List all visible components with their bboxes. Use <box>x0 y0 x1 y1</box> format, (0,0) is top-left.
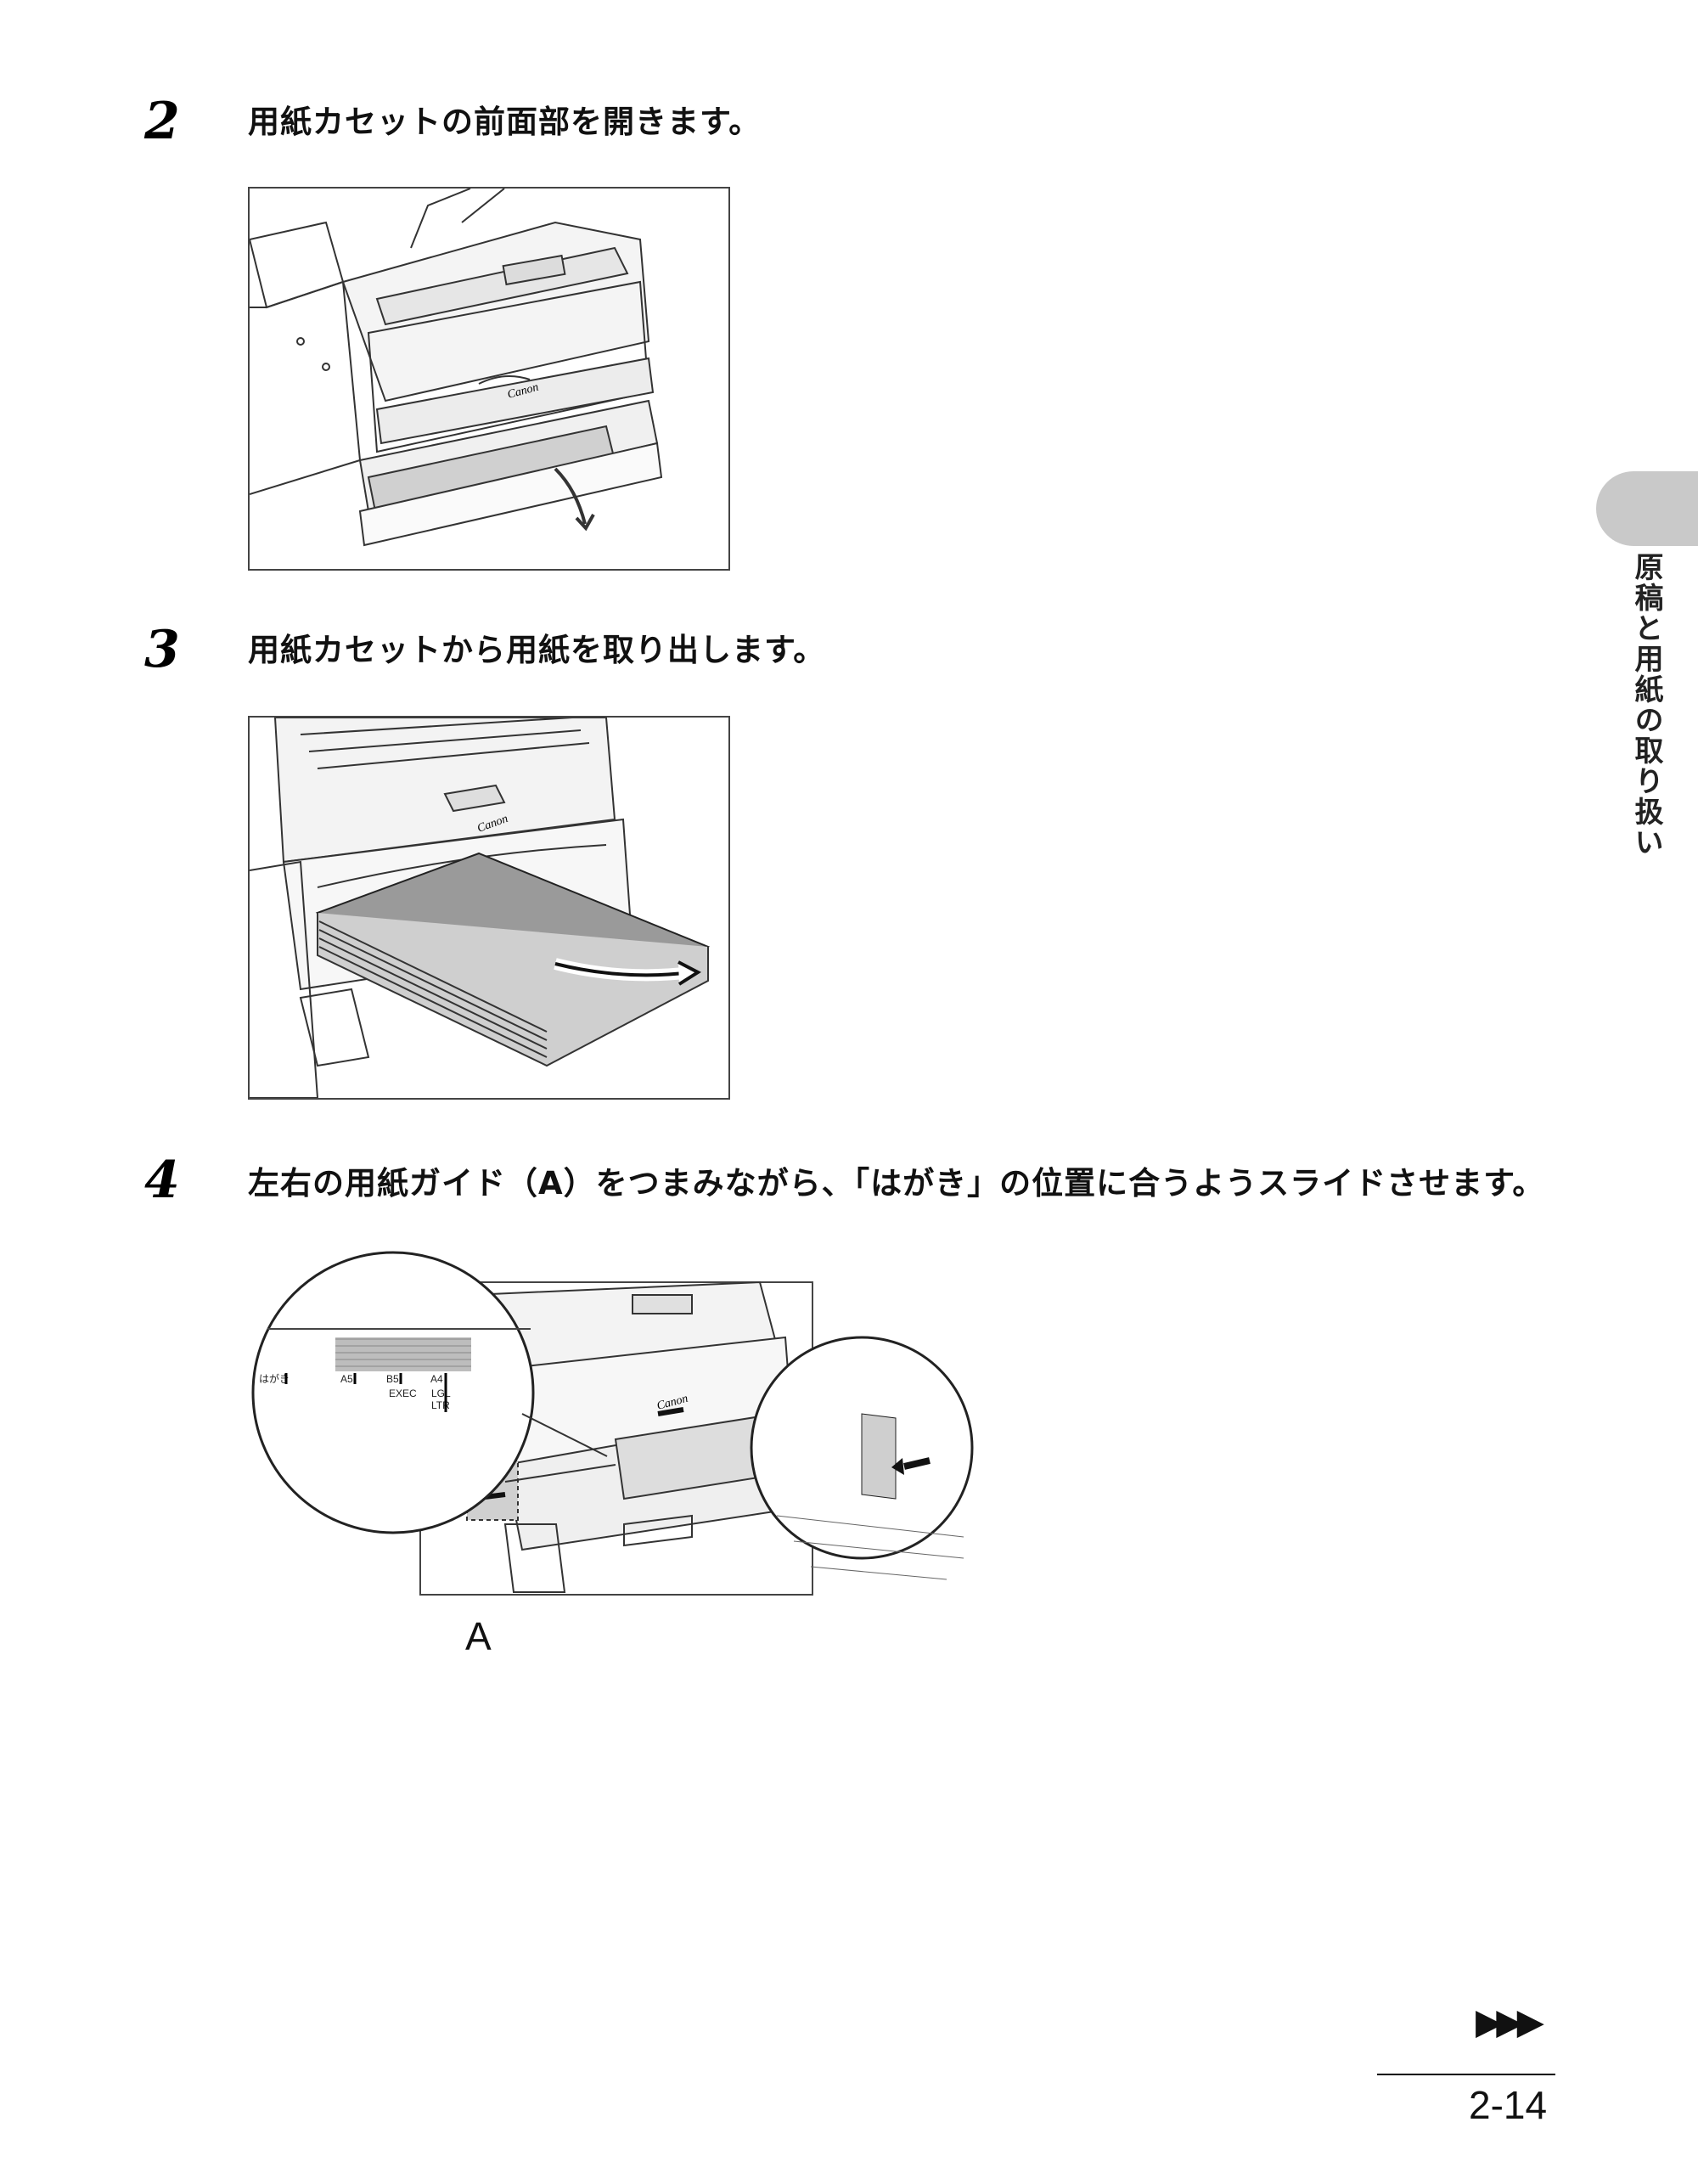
scale-label-lgl: LGL <box>431 1388 451 1399</box>
scale-label-ltr: LTR <box>431 1399 450 1411</box>
chapter-side-tab <box>1596 471 1698 546</box>
callout-label-a: A <box>465 1614 492 1658</box>
scale-label-a4: A4 <box>430 1373 443 1385</box>
continue-arrow-icon: ▶▶▶ <box>1476 2001 1544 2042</box>
step-number-4: 4 <box>144 1151 180 1210</box>
page-number-rule <box>1377 2074 1555 2075</box>
scale-label-exec: EXEC <box>389 1388 417 1399</box>
printer-illustration-remove-paper: Canon <box>250 718 711 1098</box>
figure-open-cassette-front: Canon <box>248 187 730 571</box>
chapter-side-label: 原稿と用紙の取り扱い <box>1629 552 1663 858</box>
guide-detail-magnifier <box>750 1336 974 1580</box>
step-2-instruction: 用紙カセットの前面部を開きます。 <box>248 104 762 140</box>
step-number-2: 2 <box>144 92 180 151</box>
scale-label-b5: B5 <box>386 1373 399 1385</box>
scale-label-hagaki: はがき <box>259 1372 290 1385</box>
step-3-instruction: 用紙カセットから用紙を取り出します。 <box>248 632 826 668</box>
printer-illustration-open-front: Canon <box>250 189 663 547</box>
figure-slide-paper-guide: Canon はがき A5 B5 A4 EXEC LGL LTR <box>250 1244 1015 1635</box>
printer-illustration-paper-guide: Canon はがき A5 B5 A4 EXEC LGL LTR <box>251 1251 974 1596</box>
step-number-3: 3 <box>144 620 180 679</box>
figure-remove-paper: Canon <box>248 716 730 1100</box>
guide-scale-magnifier: はがき A5 B5 A4 EXEC LGL LTR <box>251 1251 616 1534</box>
step-4-instruction: 左右の用紙ガイド（A）をつまみながら、「はがき」の位置に合うようスライドさせます… <box>248 1165 1545 1202</box>
page-number: 2-14 <box>1469 2083 1548 2127</box>
scale-label-a5: A5 <box>340 1373 353 1385</box>
